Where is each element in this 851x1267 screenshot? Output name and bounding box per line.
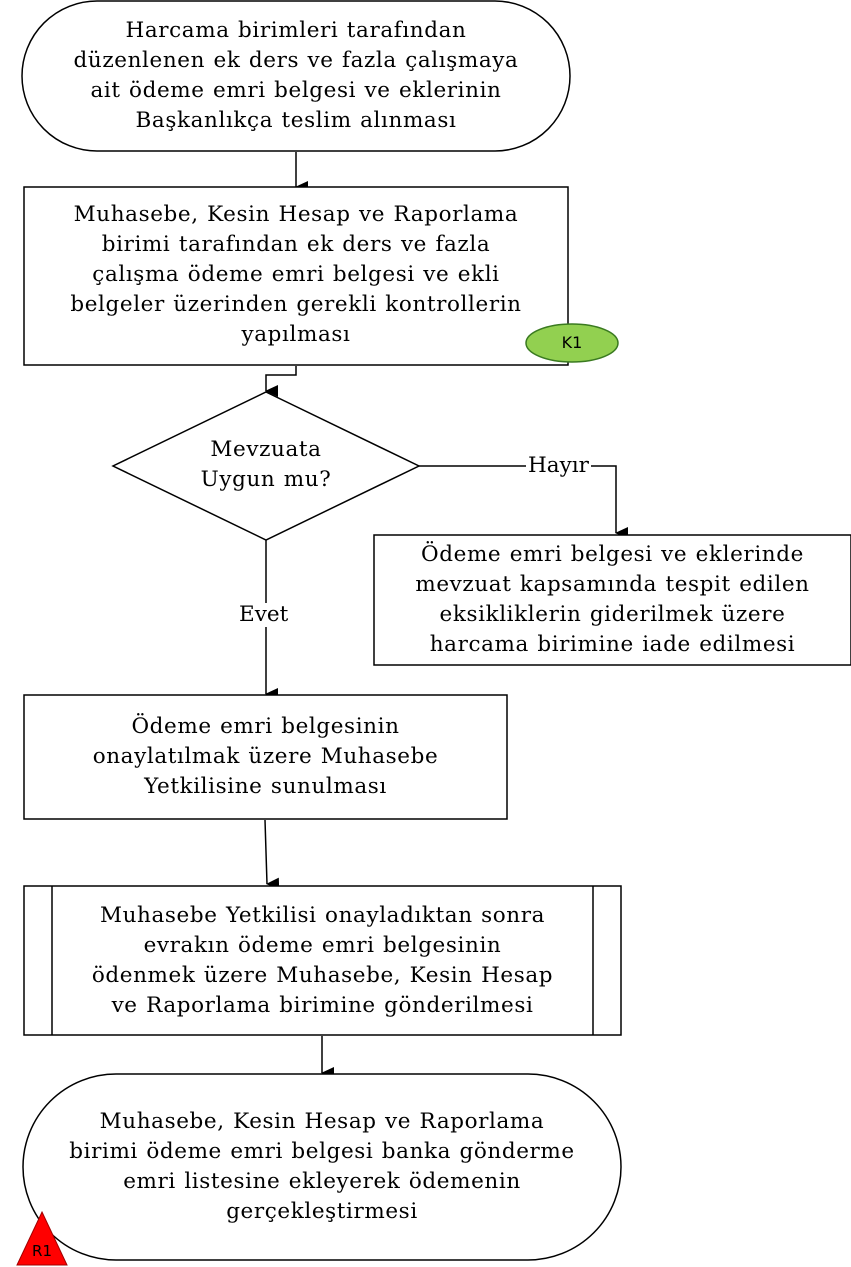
- end-terminator-shape: [22, 1073, 622, 1261]
- end-terminator-label: Muhasebe, Kesin Hesap ve Raporlama birim…: [69, 1109, 575, 1224]
- control-process-shape: [23, 186, 569, 366]
- start-terminator-label: Harcama birimleri tarafından düzenlenen …: [73, 18, 519, 133]
- submit-process-label: Ödeme emri belgesinin onaylatılmak üzere…: [92, 714, 439, 799]
- k1-badge-label: K1: [561, 333, 583, 352]
- send-predefined-process-label: Muhasebe Yetkilisi onayladıktan sonra ev…: [91, 903, 554, 1018]
- return-process-shape: [373, 534, 851, 666]
- edge-label-yes: Evet: [237, 602, 291, 627]
- k1-badge-shape: [525, 323, 619, 363]
- connector-decision-to-return: [419, 465, 628, 539]
- edge-label-no: Hayır: [526, 453, 591, 478]
- r1-badge-shape: [16, 1210, 68, 1266]
- decision-label: Mevzuata Uygun mu?: [200, 437, 332, 492]
- submit-process-shape: [23, 694, 508, 820]
- send-predefined-process-shape: [23, 885, 622, 1036]
- connector-control-to-decision: [265, 366, 297, 397]
- start-terminator-shape: [21, 0, 571, 152]
- connector-submit-to-send: [264, 819, 280, 890]
- return-process-label: Ödeme emri belgesi ve eklerinde mevzuat …: [415, 542, 810, 657]
- r1-badge-label: R1: [32, 1242, 52, 1260]
- control-process-label: Muhasebe, Kesin Hesap ve Raporlama birim…: [70, 202, 522, 347]
